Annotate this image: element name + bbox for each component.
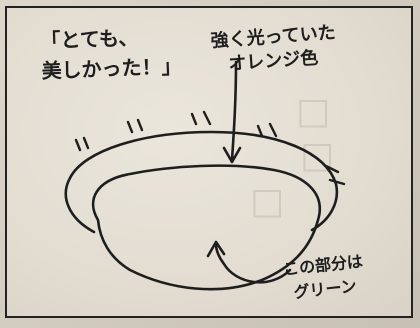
inner-body (91, 164, 321, 291)
glow-marks (74, 110, 346, 186)
sketch-frame (5, 6, 413, 318)
outer-rim (64, 130, 339, 234)
arrow-head-center (206, 240, 226, 258)
quote-line-1: 「とても、 (40, 25, 139, 53)
arrow-to-rim (230, 60, 238, 162)
arrow-head-rim (222, 146, 242, 164)
quote-annotation: 「とても、 美しかった！」 (40, 21, 182, 86)
bleed-through-mark: □ (250, 180, 285, 222)
green-part-annotation: この部分は グリーン (282, 250, 367, 306)
bleed-through-mark: □ (296, 90, 331, 132)
quote-line-2: 美しかった！」 (41, 54, 182, 83)
orange-glow-annotation: 強く光っていた オレンジ色 (210, 21, 338, 78)
arrow-to-center (214, 242, 292, 284)
